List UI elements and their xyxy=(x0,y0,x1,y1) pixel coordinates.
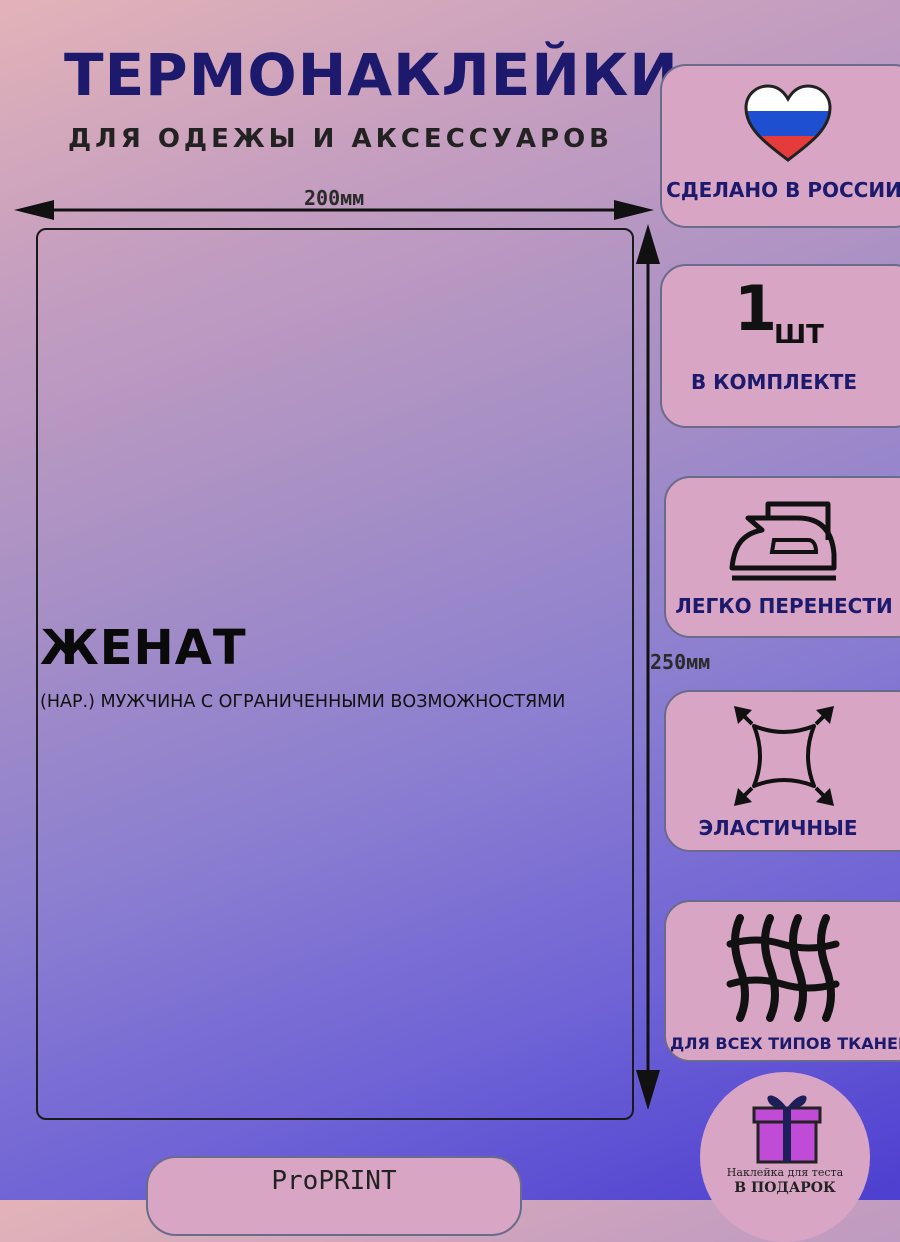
sticker-preview-area xyxy=(36,228,634,1120)
width-dimension-label: 200мм xyxy=(304,186,365,210)
fabric-weave-icon xyxy=(726,914,840,1022)
feature-card-quantity: 1 ШТ В КОМПЛЕКТЕ xyxy=(660,264,900,428)
page-title: ТЕРМОНАКЛЕЙКИ xyxy=(64,41,679,109)
gift-box-icon xyxy=(752,1095,822,1164)
page-subtitle: ДЛЯ ОДЕЖЫ И АКСЕССУАРОВ xyxy=(68,124,613,154)
feature-card-made-in-russia: СДЕЛАНО В РОССИИ xyxy=(660,64,900,228)
easy-transfer-caption: ЛЕГКО ПЕРЕНЕСТИ xyxy=(675,594,893,618)
all-fabrics-caption: ДЛЯ ВСЕХ ТИПОВ ТКАНЕЙ xyxy=(670,1034,900,1053)
brand-tab: ProPRINT xyxy=(146,1156,522,1236)
brand-name: ProPRINT xyxy=(271,1166,397,1196)
made-in-russia-caption: СДЕЛАНО В РОССИИ xyxy=(666,178,900,202)
width-dimension-arrow xyxy=(14,200,654,220)
feature-card-easy-transfer: ЛЕГКО ПЕРЕНЕСТИ xyxy=(664,476,900,638)
stretch-icon xyxy=(734,706,834,806)
feature-card-elastic: ЭЛАСТИЧНЫЕ xyxy=(664,690,900,852)
quantity-caption: В КОМПЛЕКТЕ xyxy=(690,370,858,394)
height-dimension-label: 250мм xyxy=(650,650,711,674)
quantity-number: 1 xyxy=(734,272,778,345)
gift-badge: Наклейка для теста В ПОДАРОК xyxy=(700,1072,870,1242)
sticker-definition: (НАР.) МУЖЧИНА С ОГРАНИЧЕННЫМИ ВОЗМОЖНОС… xyxy=(40,692,566,712)
height-dimension-arrow xyxy=(636,224,660,1110)
gift-text-line2: В ПОДАРОК xyxy=(734,1180,836,1196)
russia-flag-heart-icon xyxy=(744,84,832,162)
elastic-caption: ЭЛАСТИЧНЫЕ xyxy=(698,816,858,840)
sticker-word: ЖЕНАТ xyxy=(40,620,247,676)
quantity-unit: ШТ xyxy=(774,320,824,350)
gift-text-line1: Наклейка для теста xyxy=(726,1166,844,1179)
iron-icon xyxy=(729,501,837,581)
feature-card-all-fabrics: ДЛЯ ВСЕХ ТИПОВ ТКАНЕЙ xyxy=(664,900,900,1062)
